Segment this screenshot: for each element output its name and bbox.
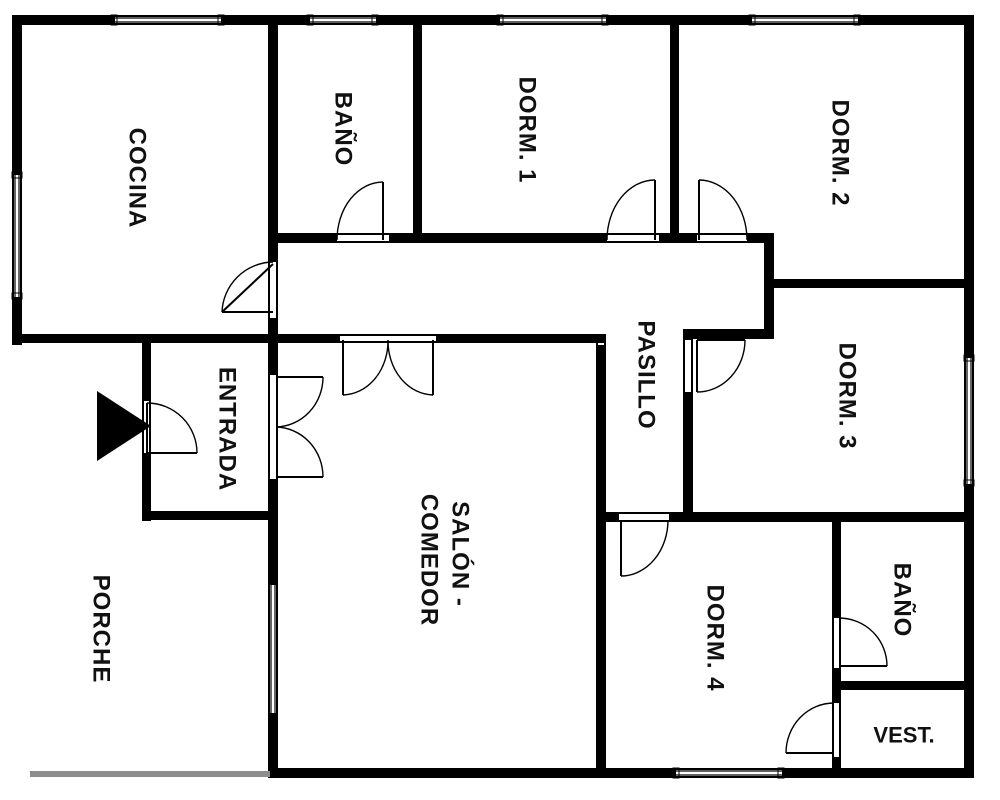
window-dorm1-top	[496, 14, 609, 26]
label-pasillo: PASILLO	[633, 320, 660, 429]
label-salon-line1: SALÓN -	[447, 501, 475, 607]
door-entrance-salon-double	[275, 376, 324, 478]
porch-ground-line	[30, 771, 270, 777]
kitchen-right-wall	[268, 15, 278, 343]
window-dorm4-bottom	[672, 767, 785, 779]
salon-right-wall	[596, 334, 606, 778]
label-salon-line2: COMEDOR	[416, 494, 443, 626]
window-kitchen-left	[11, 171, 23, 300]
dorm3-bottom-wall	[606, 512, 974, 522]
door-vest	[785, 702, 835, 754]
window-bath1-top	[306, 14, 379, 26]
door-entrance	[146, 402, 198, 454]
door-bath2	[838, 617, 888, 667]
label-porche: PORCHE	[88, 575, 115, 684]
door-dorm4	[620, 519, 669, 577]
window-salon-left	[270, 585, 276, 713]
salon-top-wall	[268, 334, 605, 343]
openings	[14, 17, 972, 776]
label-dorm-4: DORM. 4	[702, 584, 729, 691]
label-vest: VEST.	[873, 723, 934, 748]
label-bano-2: BAÑO	[889, 563, 917, 638]
bath1-right-wall	[413, 15, 422, 243]
door-dorm3	[696, 339, 746, 393]
door-kitchen	[221, 261, 274, 313]
dorm3-left-wall	[683, 329, 693, 521]
outer-wall-top	[12, 15, 974, 25]
entrance-bottom-wall	[142, 511, 278, 520]
kitchen-bottom-wall	[12, 334, 347, 343]
label-bano-1: BAÑO	[330, 92, 358, 167]
door-dorm2	[698, 179, 748, 241]
door-salon-double	[342, 339, 434, 396]
label-dorm-1: DORM. 1	[514, 76, 541, 183]
door-bath1	[336, 181, 384, 241]
dorm1-right-wall	[670, 15, 679, 243]
hallway-lower-right-stub	[683, 329, 774, 339]
windows	[11, 14, 975, 779]
doors	[146, 179, 888, 754]
label-dorm-2: DORM. 2	[827, 99, 854, 206]
window-kitchen-top	[110, 14, 225, 26]
room-labels: COCINA BAÑO DORM. 1 DORM. 2 PASILLO DORM…	[88, 76, 935, 747]
window-dorm2-top	[748, 14, 861, 26]
entry-arrow-icon	[97, 391, 151, 461]
label-dorm-3: DORM. 3	[834, 342, 861, 449]
dorm2-bottom-wall	[764, 279, 974, 288]
salon-left-wall	[268, 334, 278, 778]
outer-wall-bottom	[268, 768, 974, 778]
hallway-top-wall	[268, 233, 773, 243]
bath2-bottom-wall	[832, 681, 974, 690]
window-dorm3-right	[963, 354, 975, 487]
door-dorm1	[606, 179, 656, 241]
label-cocina: COCINA	[124, 128, 151, 229]
label-entrada: ENTRADA	[214, 367, 241, 491]
